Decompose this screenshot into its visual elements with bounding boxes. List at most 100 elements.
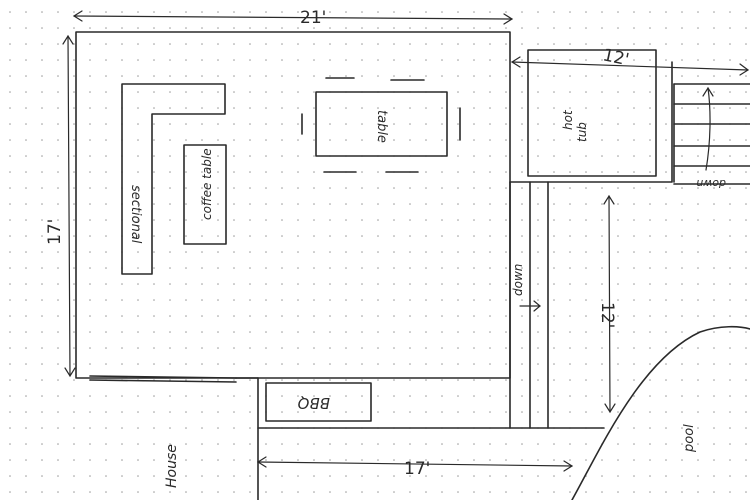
grid-dot bbox=[73, 251, 75, 253]
grid-dot bbox=[169, 267, 171, 269]
grid-dot bbox=[313, 107, 315, 109]
grid-dot bbox=[505, 331, 507, 333]
grid-dot bbox=[25, 363, 27, 365]
grid-dot bbox=[441, 139, 443, 141]
grid-dot bbox=[41, 331, 43, 333]
grid-dot bbox=[89, 11, 91, 13]
grid-dot bbox=[233, 171, 235, 173]
grid-dot bbox=[9, 59, 11, 61]
grid-dot bbox=[313, 187, 315, 189]
grid-dot bbox=[57, 331, 59, 333]
grid-dot bbox=[617, 267, 619, 269]
grid-dot bbox=[601, 283, 603, 285]
grid-dot bbox=[233, 347, 235, 349]
grid-dot bbox=[9, 395, 11, 397]
grid-dot bbox=[297, 331, 299, 333]
grid-dot bbox=[665, 75, 667, 77]
grid-dot bbox=[57, 395, 59, 397]
grid-dot bbox=[169, 11, 171, 13]
grid-dot bbox=[25, 171, 27, 173]
grid-dot bbox=[297, 27, 299, 29]
grid-dot bbox=[217, 59, 219, 61]
grid-dot bbox=[457, 123, 459, 125]
grid-dot bbox=[9, 171, 11, 173]
grid-dot bbox=[169, 443, 171, 445]
grid-dot bbox=[601, 491, 603, 493]
grid-dot bbox=[489, 411, 491, 413]
grid-dot bbox=[329, 331, 331, 333]
grid-dot bbox=[57, 299, 59, 301]
grid-dot bbox=[441, 75, 443, 77]
grid-dot bbox=[105, 347, 107, 349]
grid-dot bbox=[185, 283, 187, 285]
grid-dot bbox=[601, 379, 603, 381]
grid-dot bbox=[409, 331, 411, 333]
grid-dot bbox=[9, 379, 11, 381]
grid-dot bbox=[265, 299, 267, 301]
grid-dot bbox=[361, 395, 363, 397]
grid-dot bbox=[745, 475, 747, 477]
grid-dot bbox=[185, 395, 187, 397]
grid-dot bbox=[217, 299, 219, 301]
grid-dot bbox=[345, 363, 347, 365]
grid-dot bbox=[713, 299, 715, 301]
grid-dot bbox=[489, 283, 491, 285]
grid-dot bbox=[169, 123, 171, 125]
grid-dot bbox=[201, 155, 203, 157]
grid-dot bbox=[649, 411, 651, 413]
grid-dot bbox=[457, 187, 459, 189]
grid-dot bbox=[57, 443, 59, 445]
grid-dot bbox=[489, 203, 491, 205]
grid-dot bbox=[729, 299, 731, 301]
grid-dot bbox=[521, 155, 523, 157]
grid-dot bbox=[537, 491, 539, 493]
grid-dot bbox=[249, 331, 251, 333]
grid-dot bbox=[9, 491, 11, 493]
grid-dot bbox=[633, 43, 635, 45]
grid-dot bbox=[9, 91, 11, 93]
grid-dot bbox=[537, 363, 539, 365]
grid-dot bbox=[441, 27, 443, 29]
grid-dot bbox=[233, 411, 235, 413]
grid-dot bbox=[521, 363, 523, 365]
grid-dot bbox=[265, 491, 267, 493]
grid-dot bbox=[361, 219, 363, 221]
grid-dot bbox=[537, 347, 539, 349]
grid-dot bbox=[409, 187, 411, 189]
grid-dot bbox=[185, 11, 187, 13]
grid-dot bbox=[633, 443, 635, 445]
dimension-lower-deck-width-label: 17' bbox=[404, 459, 430, 479]
grid-dot bbox=[585, 43, 587, 45]
grid-dot bbox=[425, 11, 427, 13]
grid-dot bbox=[409, 267, 411, 269]
grid-dot bbox=[345, 251, 347, 253]
grid-dot bbox=[361, 235, 363, 237]
grid-dot bbox=[745, 379, 747, 381]
grid-dot bbox=[265, 347, 267, 349]
grid-dot bbox=[249, 283, 251, 285]
grid-dot bbox=[73, 219, 75, 221]
grid-dot bbox=[57, 11, 59, 13]
grid-dot bbox=[169, 395, 171, 397]
grid-dot bbox=[265, 107, 267, 109]
grid-dot bbox=[153, 347, 155, 349]
grid-dot bbox=[665, 299, 667, 301]
grid-dot bbox=[585, 491, 587, 493]
grid-dot bbox=[9, 219, 11, 221]
grid-dot bbox=[409, 443, 411, 445]
grid-dot bbox=[329, 283, 331, 285]
grid-dot bbox=[153, 315, 155, 317]
grid-dot bbox=[649, 139, 651, 141]
grid-dot bbox=[153, 187, 155, 189]
grid-dot bbox=[665, 59, 667, 61]
grid-dot bbox=[249, 235, 251, 237]
grid-dot bbox=[249, 43, 251, 45]
grid-dot bbox=[489, 315, 491, 317]
grid-dot bbox=[729, 59, 731, 61]
grid-dot bbox=[457, 475, 459, 477]
grid-dot bbox=[153, 139, 155, 141]
grid-dot bbox=[9, 475, 11, 477]
grid-dot bbox=[377, 475, 379, 477]
grid-dot bbox=[89, 459, 91, 461]
grid-dot bbox=[169, 75, 171, 77]
